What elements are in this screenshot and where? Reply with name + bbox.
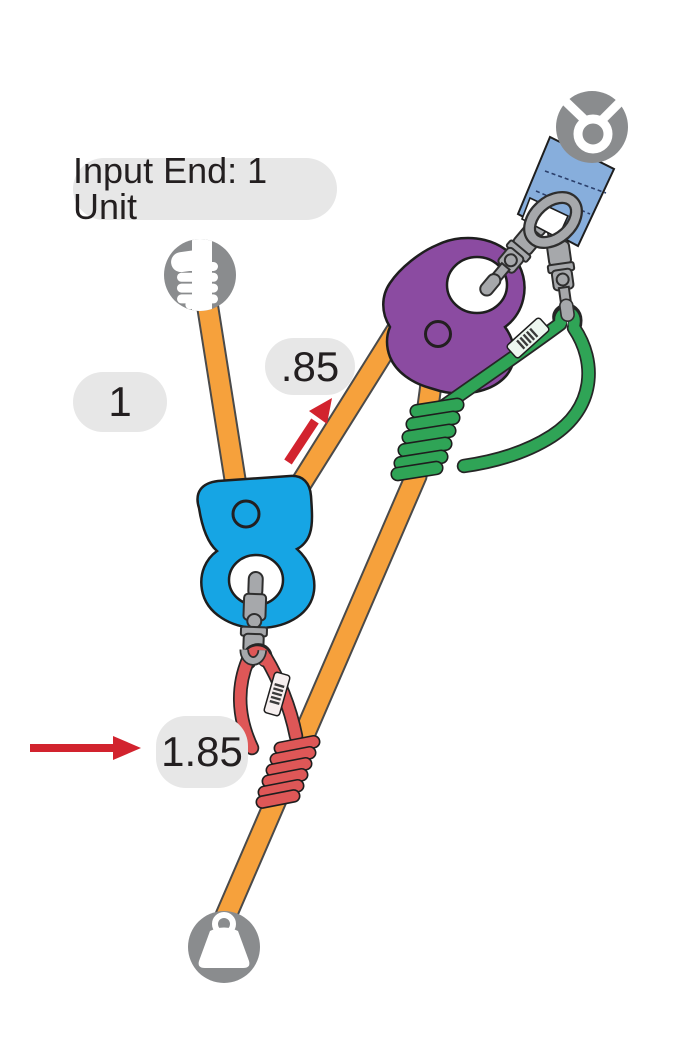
purple-grab-rivet: [424, 320, 452, 348]
weight-icon: [188, 911, 260, 983]
input-end-label: Input End: 1 Unit: [73, 153, 337, 225]
anchor-carabiner: [523, 191, 583, 249]
arrow-to-85-label: [284, 398, 332, 465]
input-tension-label: 1: [73, 372, 167, 432]
anchor-assembly: [516, 91, 628, 249]
arrow-to-185-label: [30, 736, 141, 760]
red-prusik-loop: [233, 643, 304, 756]
output-tension-label: 1.85: [156, 716, 248, 788]
purple-grab-hole: [445, 255, 509, 315]
red-prusik-wraps: [255, 734, 321, 809]
between-tension-label: .85: [265, 338, 355, 395]
red-loop-shackle: [239, 649, 268, 666]
blue-grab-rivet: [231, 499, 261, 529]
hand-grip-icon: [164, 239, 236, 311]
blue-rope-grab: [196, 474, 316, 630]
swivel-to-red-loop: [239, 570, 269, 654]
green-cord-tag: [506, 317, 550, 359]
anchor-pulley-icon: [556, 91, 628, 163]
green-prusik-wraps: [390, 397, 465, 482]
red-cord-tag: [263, 671, 291, 717]
